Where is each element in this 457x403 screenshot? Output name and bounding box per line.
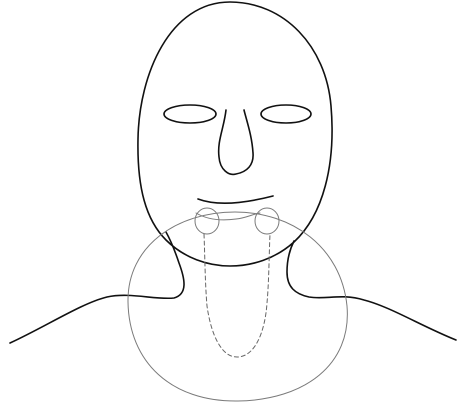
- face-outline: [138, 2, 332, 266]
- right-gland: [255, 208, 279, 234]
- neck-field-circle: [128, 212, 347, 401]
- dashed-neck-region: [204, 234, 270, 357]
- left-eye: [164, 105, 216, 123]
- left-gland: [195, 208, 219, 234]
- nose: [219, 110, 253, 174]
- neck-and-shoulders: [10, 232, 456, 343]
- right-eye: [261, 105, 311, 123]
- submandibular-region: [196, 213, 260, 220]
- mouth: [198, 196, 273, 203]
